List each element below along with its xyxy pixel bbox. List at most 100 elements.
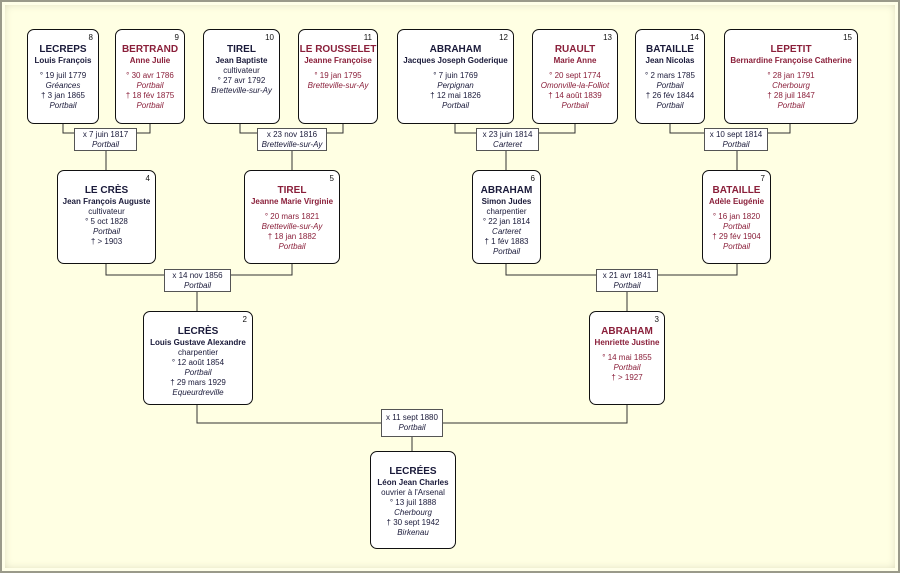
marriage-box: x 21 avr 1841 Portbail bbox=[596, 269, 658, 292]
sosa-number: 13 bbox=[603, 33, 612, 42]
surname: LE ROUSSELET bbox=[299, 44, 377, 55]
death-place: Equeurdreville bbox=[172, 388, 224, 397]
given-names: Anne Julie bbox=[129, 56, 171, 65]
sosa-number: 4 bbox=[145, 174, 150, 183]
death-place: Portbail bbox=[777, 101, 805, 110]
sosa-number: 3 bbox=[654, 315, 659, 324]
given-names: Henriette Justine bbox=[594, 338, 660, 347]
person-card-bataille-jean-nicolas[interactable]: 14 BATAILLE Jean Nicolas ° 2 mars 1785 P… bbox=[635, 29, 705, 124]
given-names: Jacques Joseph Goderique bbox=[403, 56, 508, 65]
marriage-date: x 23 nov 1816 bbox=[266, 130, 318, 139]
person-card-abraham-jacques[interactable]: 12 ABRAHAM Jacques Joseph Goderique ° 7 … bbox=[397, 29, 514, 124]
sosa-number: 8 bbox=[88, 33, 93, 42]
birth-date: ° 14 mai 1855 bbox=[602, 353, 652, 362]
death-place: Portbail bbox=[49, 101, 77, 110]
birth-date: ° 2 mars 1785 bbox=[645, 71, 695, 80]
death-place: Portbail bbox=[561, 101, 589, 110]
marriage-place: Bretteville-sur-Ay bbox=[261, 140, 323, 149]
person-card-ruault[interactable]: 13 RUAULT Marie Anne ° 20 sept 1774 Omon… bbox=[532, 29, 618, 124]
sosa-number: 7 bbox=[760, 174, 765, 183]
birth-date: ° 27 avr 1792 bbox=[217, 76, 266, 85]
death-date: † 1 fév 1883 bbox=[484, 237, 529, 246]
given-names: Louis François bbox=[34, 56, 92, 65]
death-date: † > 1903 bbox=[90, 237, 123, 246]
given-names: Marie Anne bbox=[553, 56, 597, 65]
given-names: Jeanne Marie Virginie bbox=[250, 197, 334, 206]
surname: BATAILLE bbox=[646, 44, 694, 55]
birth-place: Portbail bbox=[92, 227, 121, 236]
marriage-date: x 7 juin 1817 bbox=[82, 130, 129, 139]
marriage-box: x 7 juin 1817 Portbail bbox=[74, 128, 137, 151]
given-names: Jean François Auguste bbox=[62, 197, 151, 206]
birth-place: Bretteville-sur-Ay bbox=[261, 222, 323, 231]
birth-date: ° 5 oct 1828 bbox=[85, 217, 128, 226]
birth-place: Cherbourg bbox=[772, 81, 810, 90]
sosa-number: 10 bbox=[265, 33, 274, 42]
person-card-bataille-adele[interactable]: 7 BATAILLE Adèle Eugénie ° 16 jan 1820 P… bbox=[702, 170, 771, 264]
birth-place: Bretteville-sur-Ay bbox=[211, 86, 272, 95]
given-names: Jeanne Françoise bbox=[304, 56, 372, 65]
person-card-lecres-louis[interactable]: 2 LECRÈS Louis Gustave Alexandre charpen… bbox=[143, 311, 253, 405]
marriage-place: Portbail bbox=[722, 140, 750, 149]
person-card-bertrand[interactable]: 9 BERTRAND Anne Julie ° 30 avr 1786 Port… bbox=[115, 29, 185, 124]
birth-place: Perpignan bbox=[437, 81, 474, 90]
death-date: † 18 fév 1875 bbox=[125, 91, 175, 100]
death-place: Portbail bbox=[722, 242, 751, 251]
birth-place: Portbail bbox=[656, 81, 684, 90]
sosa-number: 14 bbox=[690, 33, 699, 42]
person-card-abraham-simon[interactable]: 6 ABRAHAM Simon Judes charpentier ° 22 j… bbox=[472, 170, 541, 264]
person-card-lepetit[interactable]: 15 LEPETIT Bernardine Françoise Catherin… bbox=[724, 29, 858, 124]
death-date: † 30 sept 1942 bbox=[386, 518, 440, 527]
death-place: Portbail bbox=[136, 101, 164, 110]
person-card-lecreps[interactable]: 8 LECREPS Louis François ° 19 juil 1779 … bbox=[27, 29, 99, 124]
death-place: Birkenau bbox=[397, 528, 429, 537]
birth-place: Carteret bbox=[492, 227, 521, 236]
birth-place: Bretteville-sur-Ay bbox=[307, 81, 369, 90]
given-names: Louis Gustave Alexandre bbox=[150, 338, 246, 347]
person-card-le-cres[interactable]: 4 LE CRÈS Jean François Auguste cultivat… bbox=[57, 170, 156, 264]
death-place: Portbail bbox=[492, 247, 521, 256]
death-date: † > 1927 bbox=[611, 373, 643, 382]
birth-date: ° 19 jan 1795 bbox=[314, 71, 362, 80]
birth-date: ° 20 mars 1821 bbox=[264, 212, 320, 221]
death-date: † 29 fév 1904 bbox=[712, 232, 761, 241]
marriage-place: Portbail bbox=[91, 140, 120, 149]
person-card-tirel-jeanne[interactable]: 5 TIREL Jeanne Marie Virginie ° 20 mars … bbox=[244, 170, 340, 264]
surname: LECRÈS bbox=[177, 326, 219, 337]
surname: TIREL bbox=[277, 185, 307, 196]
birth-date: ° 7 juin 1769 bbox=[433, 71, 478, 80]
marriage-place: Portbail bbox=[398, 423, 426, 432]
given-names: Léon Jean Charles bbox=[377, 478, 449, 487]
marriage-date: x 14 nov 1856 bbox=[172, 271, 223, 280]
person-card-lecrees-leon[interactable]: LECRÉES Léon Jean Charles ouvrier à l'Ar… bbox=[370, 451, 456, 549]
birth-place: Omonville-la-Folliot bbox=[540, 81, 610, 90]
occupation: charpentier bbox=[177, 348, 219, 357]
sosa-number: 15 bbox=[843, 33, 852, 42]
given-names: Jean Nicolas bbox=[645, 56, 695, 65]
sosa-number: 5 bbox=[329, 174, 334, 183]
marriage-date: x 23 juin 1814 bbox=[482, 130, 533, 139]
marriage-box: x 10 sept 1814 Portbail bbox=[704, 128, 768, 151]
death-date: † 18 jan 1882 bbox=[267, 232, 317, 241]
death-date: † 12 mai 1826 bbox=[430, 91, 481, 100]
birth-place: Gréances bbox=[45, 81, 81, 90]
birth-date: ° 19 juil 1779 bbox=[39, 71, 87, 80]
birth-place: Portbail bbox=[136, 81, 164, 90]
marriage-place: Portbail bbox=[183, 281, 212, 290]
person-card-tirel-jean-baptiste[interactable]: 10 TIREL Jean Baptiste cultivateur ° 27 … bbox=[203, 29, 280, 124]
surname: LEPETIT bbox=[770, 44, 812, 55]
death-date: † 28 juil 1847 bbox=[767, 91, 815, 100]
sosa-number: 9 bbox=[174, 33, 179, 42]
person-card-le-rousselet[interactable]: 11 LE ROUSSELET Jeanne Françoise ° 19 ja… bbox=[298, 29, 378, 124]
birth-date: ° 12 août 1854 bbox=[171, 358, 225, 367]
person-card-abraham-henriette[interactable]: 3 ABRAHAM Henriette Justine ° 14 mai 185… bbox=[589, 311, 665, 405]
surname: LECRÉES bbox=[389, 466, 437, 477]
birth-place: Portbail bbox=[722, 222, 751, 231]
marriage-box: x 23 juin 1814 Carteret bbox=[476, 128, 539, 151]
birth-date: ° 22 jan 1814 bbox=[482, 217, 531, 226]
marriage-box: x 23 nov 1816 Bretteville-sur-Ay bbox=[257, 128, 327, 151]
death-place: Portbail bbox=[656, 101, 684, 110]
birth-place: Portbail bbox=[184, 368, 212, 377]
marriage-place: Carteret bbox=[493, 140, 522, 149]
occupation: cultivateur bbox=[223, 66, 260, 75]
